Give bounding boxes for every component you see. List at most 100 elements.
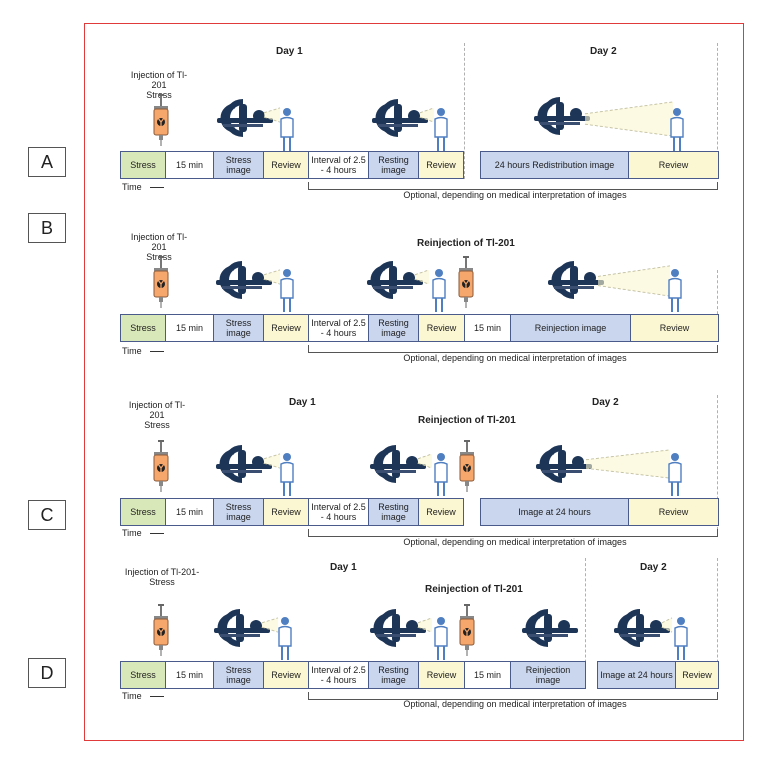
optional-note-a: Optional, depending on medical interpret…: [403, 190, 627, 200]
segment-review: Review: [419, 662, 465, 688]
reinjection-label-d: Reinjection of Tl-201: [425, 584, 523, 595]
syringe-icon: [459, 440, 475, 492]
syringe-icon: [459, 604, 475, 656]
time-axis-label: Time: [122, 528, 164, 538]
day1-label-c: Day 1: [289, 397, 316, 408]
segment-resting-image: Resting image: [369, 152, 419, 178]
time-axis-label: Time: [122, 182, 164, 192]
segment-review: Review: [676, 662, 718, 688]
day1-label-d: Day 1: [330, 562, 357, 573]
end-divider-c: [717, 395, 718, 530]
scanner-icon: [372, 99, 428, 137]
scanner-icon: [536, 445, 592, 483]
segment-stress-image: Stress image: [214, 662, 264, 688]
segment-review: Review: [419, 499, 463, 525]
segment-wait: 15 min: [465, 662, 511, 688]
segment-review: Review: [629, 499, 718, 525]
segment-reinjection-image: Reinjection image: [511, 315, 631, 341]
view-beam: [263, 107, 281, 123]
view-beam: [419, 107, 435, 123]
segment-24h-image: Image at 24 hours: [481, 499, 629, 525]
segment-stress: Stress: [121, 152, 166, 178]
view-beam: [263, 453, 281, 469]
segment-24h-image: Image at 24 hours: [598, 662, 676, 688]
end-divider-b: [717, 270, 718, 340]
timeline-day2-c: Image at 24 hours Review: [480, 498, 719, 526]
patient-icon: [434, 453, 448, 496]
syringe-icon: [153, 604, 169, 656]
optional-note-b: Optional, depending on medical interpret…: [403, 353, 627, 363]
segment-resting-image: Resting image: [369, 499, 419, 525]
patient-icon: [674, 617, 688, 660]
segment-wait: 15 min: [166, 662, 214, 688]
segment-stress: Stress: [121, 499, 166, 525]
syringe-icon: [153, 256, 169, 308]
segment-review: Review: [419, 315, 465, 341]
end-divider-d: [717, 558, 718, 688]
view-beam: [585, 449, 671, 479]
view-beam: [263, 269, 281, 285]
segment-resting-image: Resting image: [369, 315, 419, 341]
injection-label-d: Injection of Tl-201- Stress: [124, 567, 200, 587]
scanner-icon: [370, 445, 426, 483]
view-beam: [417, 453, 433, 469]
view-beam: [597, 265, 671, 297]
injection-label-c: Injection of Tl-201 Stress: [128, 400, 186, 430]
scanner-icon: [614, 609, 670, 647]
segment-interval: Interval of 2.5 - 4 hours: [309, 499, 369, 525]
segment-review: Review: [419, 152, 463, 178]
timeline-day1-c: Stress 15 min Stress image Review Interv…: [120, 498, 464, 526]
segment-review: Review: [264, 152, 309, 178]
timeline-day1-d: Stress 15 min Stress image Review Interv…: [120, 661, 586, 689]
panel-label-a: A: [28, 147, 66, 177]
segment-stress: Stress: [121, 315, 166, 341]
timeline-day2-d: Image at 24 hours Review: [597, 661, 719, 689]
view-beam: [261, 617, 279, 633]
reinjection-label-c: Reinjection of Tl-201: [418, 415, 516, 426]
time-axis-label: Time: [122, 691, 164, 701]
segment-wait: 15 min: [465, 315, 511, 341]
view-beam: [417, 617, 433, 633]
optional-note-d: Optional, depending on medical interpret…: [403, 699, 627, 709]
reinjection-label-b: Reinjection of Tl-201: [417, 238, 515, 249]
segment-review: Review: [264, 315, 309, 341]
patient-icon: [670, 108, 684, 151]
segment-review: Review: [629, 152, 718, 178]
scanner-icon: [367, 261, 423, 299]
day1-label-a: Day 1: [276, 46, 303, 57]
time-axis-label: Time: [122, 346, 164, 356]
segment-review: Review: [631, 315, 718, 341]
segment-redistribution-image: 24 hours Redistribution image: [481, 152, 629, 178]
panel-label-b: B: [28, 213, 66, 243]
view-beam: [584, 101, 674, 137]
panel-label-c: C: [28, 500, 66, 530]
optional-bracket-d: [308, 692, 718, 700]
timeline-b: Stress 15 min Stress image Review Interv…: [120, 314, 719, 342]
timeline-day2-a: 24 hours Redistribution image Review: [480, 151, 719, 179]
patient-icon: [278, 617, 292, 660]
syringe-icon: [458, 256, 474, 308]
segment-interval: Interval of 2.5 - 4 hours: [309, 315, 369, 341]
scanner-icon: [548, 261, 604, 299]
optional-bracket-a: [308, 182, 718, 190]
syringe-icon: [153, 94, 169, 146]
timeline-day1-a: Stress 15 min Stress image Review Interv…: [120, 151, 464, 179]
patient-icon: [280, 269, 294, 312]
panel-label-d: D: [28, 658, 66, 688]
end-divider-a: [717, 43, 718, 179]
patient-icon: [280, 108, 294, 151]
patient-icon: [668, 269, 682, 312]
scanner-icon: [216, 261, 272, 299]
patient-icon: [280, 453, 294, 496]
day2-label-d: Day 2: [640, 562, 667, 573]
optional-bracket-b: [308, 345, 718, 353]
scanner-icon: [534, 97, 590, 135]
figure-frame: [84, 23, 744, 741]
segment-wait: 15 min: [166, 499, 214, 525]
patient-icon: [432, 269, 446, 312]
segment-stress-image: Stress image: [214, 152, 264, 178]
segment-stress-image: Stress image: [214, 499, 264, 525]
segment-wait: 15 min: [166, 152, 214, 178]
view-beam: [414, 269, 430, 285]
segment-review: Review: [264, 662, 309, 688]
